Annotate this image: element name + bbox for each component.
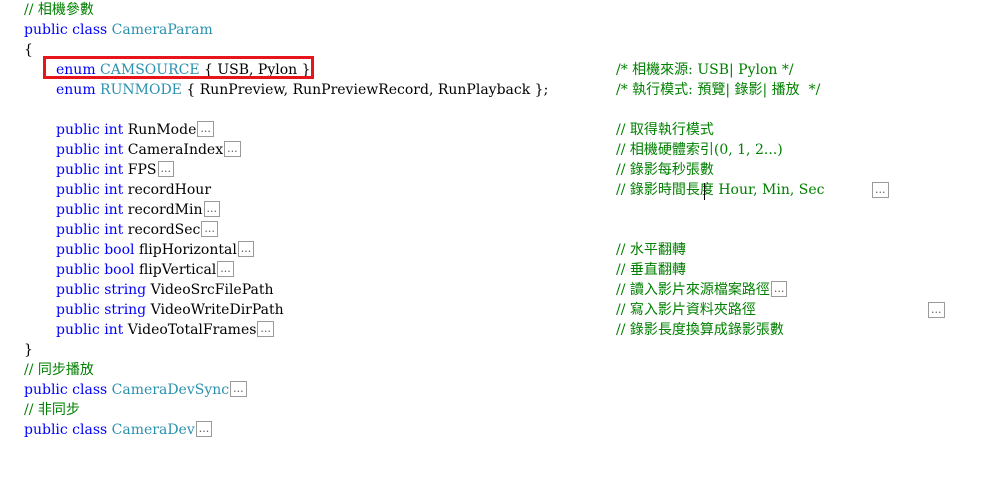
code-line[interactable]: public class CameraDev... [0,420,986,440]
collapsed-region-button[interactable]: ... [230,381,247,397]
collapsed-region-button[interactable]: ... [157,161,174,177]
class-name: CameraDev [111,422,195,438]
enum-name: RUNMODE [100,82,182,98]
keyword: public class [24,22,112,38]
enum-body: { RunPreview, RunPreviewRecord, RunPlayb… [181,82,549,98]
member-line[interactable]: public string VideoWriteDirPath // 寫入影片資… [0,300,986,320]
member-line[interactable]: public bool flipHorizontal... // 水平翻轉 [0,240,986,260]
collapsed-region-button[interactable]: ... [257,321,274,337]
comment: // 相機硬體索引(0, 1, 2...) [616,142,783,158]
member-name: flipVertical [138,262,217,278]
type-keyword: string [104,302,151,318]
keyword: public [56,182,105,198]
member-line[interactable]: public int CameraIndex... // 相機硬體索引(0, 1… [0,140,986,160]
member-line[interactable]: public int recordHour // 錄影時間長度 Hour, Mi… [0,180,986,200]
keyword: public [56,202,105,218]
text-cursor [704,183,705,200]
member-name: CameraIndex [127,142,224,158]
code-line[interactable]: public class CameraParam [0,20,986,40]
member-name: VideoSrcFilePath [150,282,274,298]
member-name: recordMin [127,202,203,218]
member-line[interactable]: public int recordMin... [0,200,986,220]
comment: // 錄影時間長度 Hour, Min, Sec [616,182,825,198]
keyword: public [56,162,105,178]
comment: // 寫入影片資料夾路徑 [616,302,756,318]
code-line[interactable]: enum RUNMODE { RunPreview, RunPreviewRec… [0,80,986,100]
enum-body: { USB, Pylon }; [199,62,316,78]
member-name: FPS [127,162,157,178]
member-line[interactable]: public bool flipVertical... // 垂直翻轉 [0,260,986,280]
comment: // 錄影長度換算成錄影張數 [616,322,784,338]
keyword: public [56,282,105,298]
member-name: RunMode [127,122,197,138]
collapsed-region-button[interactable]: ... [195,421,213,437]
code-line[interactable]: public class CameraDevSync... [0,380,986,400]
class-name: CameraDevSync [111,382,230,398]
code-line[interactable]: { [0,40,986,60]
comment: // 讀入影片來源檔案路徑 [616,282,770,298]
comment: // 取得執行模式 [616,122,714,138]
comment: // 同步播放 [24,362,94,378]
member-name: VideoWriteDirPath [150,302,284,318]
keyword: enum [56,82,101,98]
code-line[interactable]: // 非同步 [0,400,986,420]
keyword: public class [24,382,112,398]
member-line[interactable]: public int recordSec... [0,220,986,240]
collapsed-region-button[interactable]: ... [872,182,889,198]
comment: // 垂直翻轉 [616,262,686,278]
keyword: public class [24,422,112,438]
member-name: recordHour [127,182,212,198]
collapsed-region-button[interactable]: ... [201,221,218,237]
keyword: public [56,142,105,158]
comment: // 水平翻轉 [616,242,686,258]
comment: // 非同步 [24,402,80,418]
comment: // 錄影每秒張數 [616,162,714,178]
keyword: public [56,122,105,138]
code-editor[interactable]: // 相機參數 public class CameraParam { enum … [0,0,986,447]
keyword: enum [56,62,101,78]
type-keyword: string [104,282,151,298]
keyword: public [56,222,105,238]
member-line[interactable]: public int VideoTotalFrames... // 錄影長度換算… [0,320,986,340]
collapsed-region-button[interactable]: ... [203,201,220,217]
enum-name: CAMSOURCE [100,62,200,78]
comment: // 相機參數 [24,2,94,18]
member-name: flipHorizontal [138,242,237,258]
code-line[interactable]: // 相機參數 [0,0,986,20]
type-keyword: bool [104,242,139,258]
collapsed-region-button[interactable]: ... [224,141,241,157]
type-keyword: bool [104,262,139,278]
type-keyword: int [104,222,128,238]
brace: { [24,42,33,58]
code-line[interactable]: enum CAMSOURCE { USB, Pylon }; /* 相機來源: … [0,60,986,80]
member-name: recordSec [127,222,201,238]
member-name: VideoTotalFrames [127,322,257,338]
code-line[interactable]: } [0,340,986,360]
keyword: public [56,242,105,258]
collapsed-region-button[interactable]: ... [237,241,255,257]
code-line[interactable]: // 同步播放 [0,360,986,380]
keyword: public [56,322,105,338]
comment: /* 相機來源: USB| Pylon */ [616,62,794,78]
type-keyword: int [104,182,128,198]
type-keyword: int [104,162,128,178]
type-keyword: int [104,122,128,138]
keyword: public [56,302,105,318]
member-line[interactable]: public int FPS... // 錄影每秒張數 [0,160,986,180]
collapsed-region-button[interactable]: ... [197,121,214,137]
type-keyword: int [104,322,128,338]
collapsed-region-button[interactable]: ... [928,302,945,318]
collapsed-region-button[interactable]: ... [770,281,788,297]
member-line[interactable]: public string VideoSrcFilePath // 讀入影片來源… [0,280,986,300]
member-line[interactable]: public int RunMode... // 取得執行模式 [0,120,986,140]
type-keyword: int [104,142,128,158]
type-keyword: int [104,202,128,218]
brace: } [24,342,33,358]
keyword: public [56,262,105,278]
highlight-box [43,56,314,79]
collapsed-region-button[interactable]: ... [217,261,234,277]
comment: /* 執行模式: 預覽| 錄影| 播放 */ [616,82,821,98]
class-name: CameraParam [111,22,213,38]
